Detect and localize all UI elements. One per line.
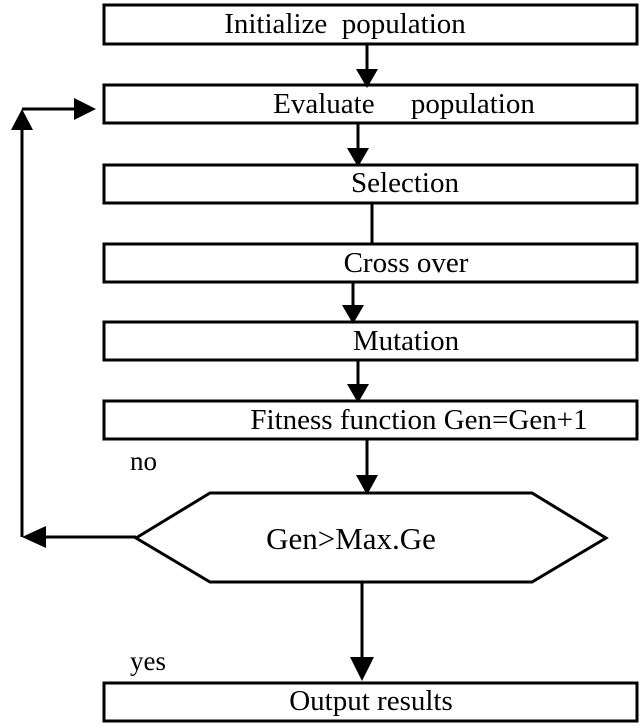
- edge-label-yes: yes: [130, 646, 166, 676]
- decision-gen-max: Gen>Max.Ge: [133, 491, 609, 584]
- step-crossover-label: Cross over: [344, 247, 469, 279]
- connector-initialize-evaluate: [356, 44, 378, 88]
- connector-evaluate-selection: [347, 123, 369, 167]
- arrowhead-down: [356, 69, 378, 88]
- step-crossover: Cross over: [102, 242, 639, 284]
- step-fitness-label: Fitness function Gen=Gen+1: [250, 404, 587, 436]
- arrowhead-down: [356, 475, 378, 495]
- step-initialize: Initialize population: [102, 3, 639, 46]
- arrowhead-left: [22, 526, 46, 548]
- step-evaluate-box: [102, 83, 639, 125]
- step-selection: Selection: [102, 163, 639, 205]
- connector-decision-output: [350, 582, 374, 681]
- step-output-box: [102, 681, 639, 723]
- arrowhead-down: [342, 305, 364, 324]
- step-initialize-box: [102, 3, 639, 46]
- connector-fitness-decision: [356, 439, 378, 495]
- step-selection-label: Selection: [351, 167, 459, 199]
- step-initialize-label: Initialize population: [224, 8, 466, 40]
- arrowhead-down: [350, 657, 374, 681]
- arrowhead-right: [74, 98, 96, 120]
- arrowhead-up: [11, 109, 33, 130]
- decision-label: Gen>Max.Ge: [266, 521, 436, 556]
- decision-hexagon: [133, 491, 609, 584]
- connector-mutation-fitness: [347, 360, 369, 403]
- step-crossover-box: [102, 242, 639, 284]
- edge-label-no: no: [130, 446, 157, 476]
- step-mutation-label: Mutation: [353, 325, 460, 357]
- arrowhead-down: [347, 148, 369, 167]
- step-evaluate-label: Evaluate population: [273, 88, 535, 120]
- step-output-label: Output results: [289, 685, 453, 717]
- connector-crossover-mutation: [342, 282, 364, 324]
- step-mutation-box: [102, 320, 639, 362]
- step-fitness-box: [102, 399, 639, 441]
- arrowhead-down: [347, 384, 369, 403]
- step-mutation: Mutation: [102, 320, 639, 362]
- step-evaluate: Evaluate population: [102, 83, 639, 125]
- step-fitness: Fitness function Gen=Gen+1: [102, 399, 639, 441]
- step-output: Output results: [102, 681, 639, 723]
- connector-loop-no: [11, 98, 136, 548]
